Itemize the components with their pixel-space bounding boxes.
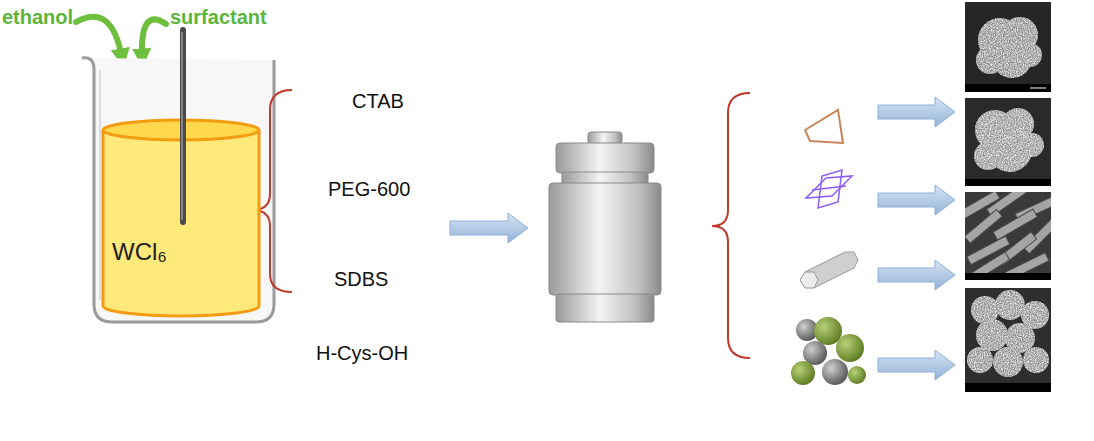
green-arrow (76, 17, 166, 58)
autoclave (549, 183, 661, 295)
sem-image (974, 108, 1044, 172)
autoclave (556, 143, 654, 173)
autoclave (588, 132, 622, 144)
beaker (99, 70, 101, 300)
flow-arrow (878, 97, 955, 380)
beaker (82, 58, 274, 322)
sem-image (974, 142, 1002, 170)
surfactant-label: CTAB (352, 90, 404, 113)
sem-image (965, 273, 1051, 280)
sphere-icon (848, 366, 866, 384)
sem-image (974, 108, 1044, 172)
autoclave (549, 132, 661, 322)
surfactant-label: H-Cys-OH (316, 342, 408, 365)
reagent-label: surfactant (170, 6, 267, 29)
sem-image (965, 98, 1051, 186)
sem-image (965, 179, 1051, 186)
sem-image (967, 290, 1049, 377)
node-shape (98, 116, 264, 320)
reagent-label: ethanol (2, 6, 73, 29)
sem-image (976, 17, 1042, 78)
flow-arrow (878, 350, 955, 380)
sem-image (976, 46, 1004, 74)
autoclave (556, 294, 654, 322)
rod-icon (800, 272, 818, 288)
sem-image (967, 290, 1049, 377)
sem-image (976, 46, 1004, 74)
sem-image (965, 84, 1051, 92)
sem-image (965, 192, 1051, 280)
sphere-icon (836, 334, 864, 362)
sem-image (993, 347, 1023, 377)
sem-image (993, 347, 1023, 377)
sem-image (965, 2, 1051, 92)
sem-image (1020, 133, 1044, 157)
surfactant-label: SDBS (334, 268, 388, 291)
sem-image (965, 288, 1051, 392)
sem-image (967, 347, 993, 373)
sem-image (1020, 133, 1044, 157)
rod-icon (800, 252, 858, 288)
sem-image (974, 142, 1002, 170)
sphere-icon (791, 317, 866, 385)
solution-node: WCl₆ (98, 116, 264, 320)
sem-image (985, 119, 1026, 160)
surfactant-label: PEG-600 (328, 178, 410, 201)
flow-arrow (878, 260, 955, 290)
sem-image (1023, 347, 1049, 373)
flake-icon (806, 170, 852, 208)
plate-icon (805, 110, 843, 143)
green-arrow (142, 19, 166, 58)
autoclave (562, 172, 648, 184)
formula-label: WCl₆ (112, 238, 167, 266)
sem-image (965, 383, 1051, 392)
sem-image (1023, 347, 1049, 373)
sem-image (965, 288, 1051, 392)
flow-arrow (878, 185, 955, 215)
sem-image (1030, 88, 1046, 89)
sem-image (985, 119, 1026, 160)
beaker (82, 58, 274, 322)
sem-image (976, 17, 1042, 78)
sem-image (965, 98, 1051, 186)
sem-image (967, 347, 993, 373)
stirring-rod (181, 32, 183, 220)
sem-image (995, 290, 1025, 320)
sphere-icon (814, 317, 842, 345)
sem-image (976, 319, 1008, 351)
sem-image (995, 290, 1025, 320)
sem-image (961, 184, 1058, 281)
flake-icon (812, 186, 846, 190)
sem-image (1018, 43, 1042, 67)
flow-arrow (878, 97, 955, 127)
sphere-icon (822, 359, 848, 385)
sphere-icon (791, 361, 815, 385)
green-arrow (76, 17, 122, 58)
stirring-rod (180, 30, 186, 222)
flow-arrow (450, 213, 528, 243)
sem-image (1018, 43, 1042, 67)
sem-image (976, 319, 1008, 351)
sem-image (965, 2, 1051, 92)
sphere-icon (803, 341, 827, 365)
flake-icon (806, 176, 852, 198)
bracket (712, 93, 750, 358)
